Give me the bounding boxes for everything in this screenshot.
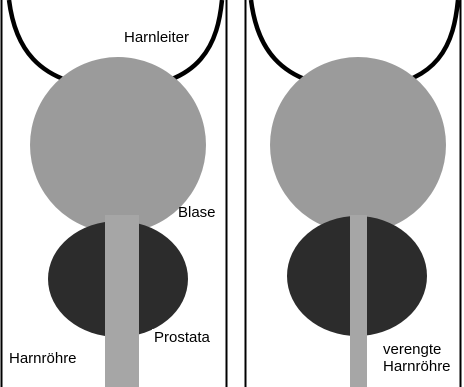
label-prostate: Prostata: [152, 329, 212, 346]
urethra: [105, 215, 139, 387]
panel-narrowed: [246, 0, 461, 387]
label-narrowed-urethra: verengte Harnröhre: [381, 341, 455, 375]
label-bladder: Blase: [176, 204, 218, 221]
label-urethra: Harnröhre: [7, 350, 79, 367]
urethra-narrowed: [350, 215, 367, 387]
bladder: [270, 57, 446, 233]
label-ureter: Harnleiter: [122, 29, 191, 46]
